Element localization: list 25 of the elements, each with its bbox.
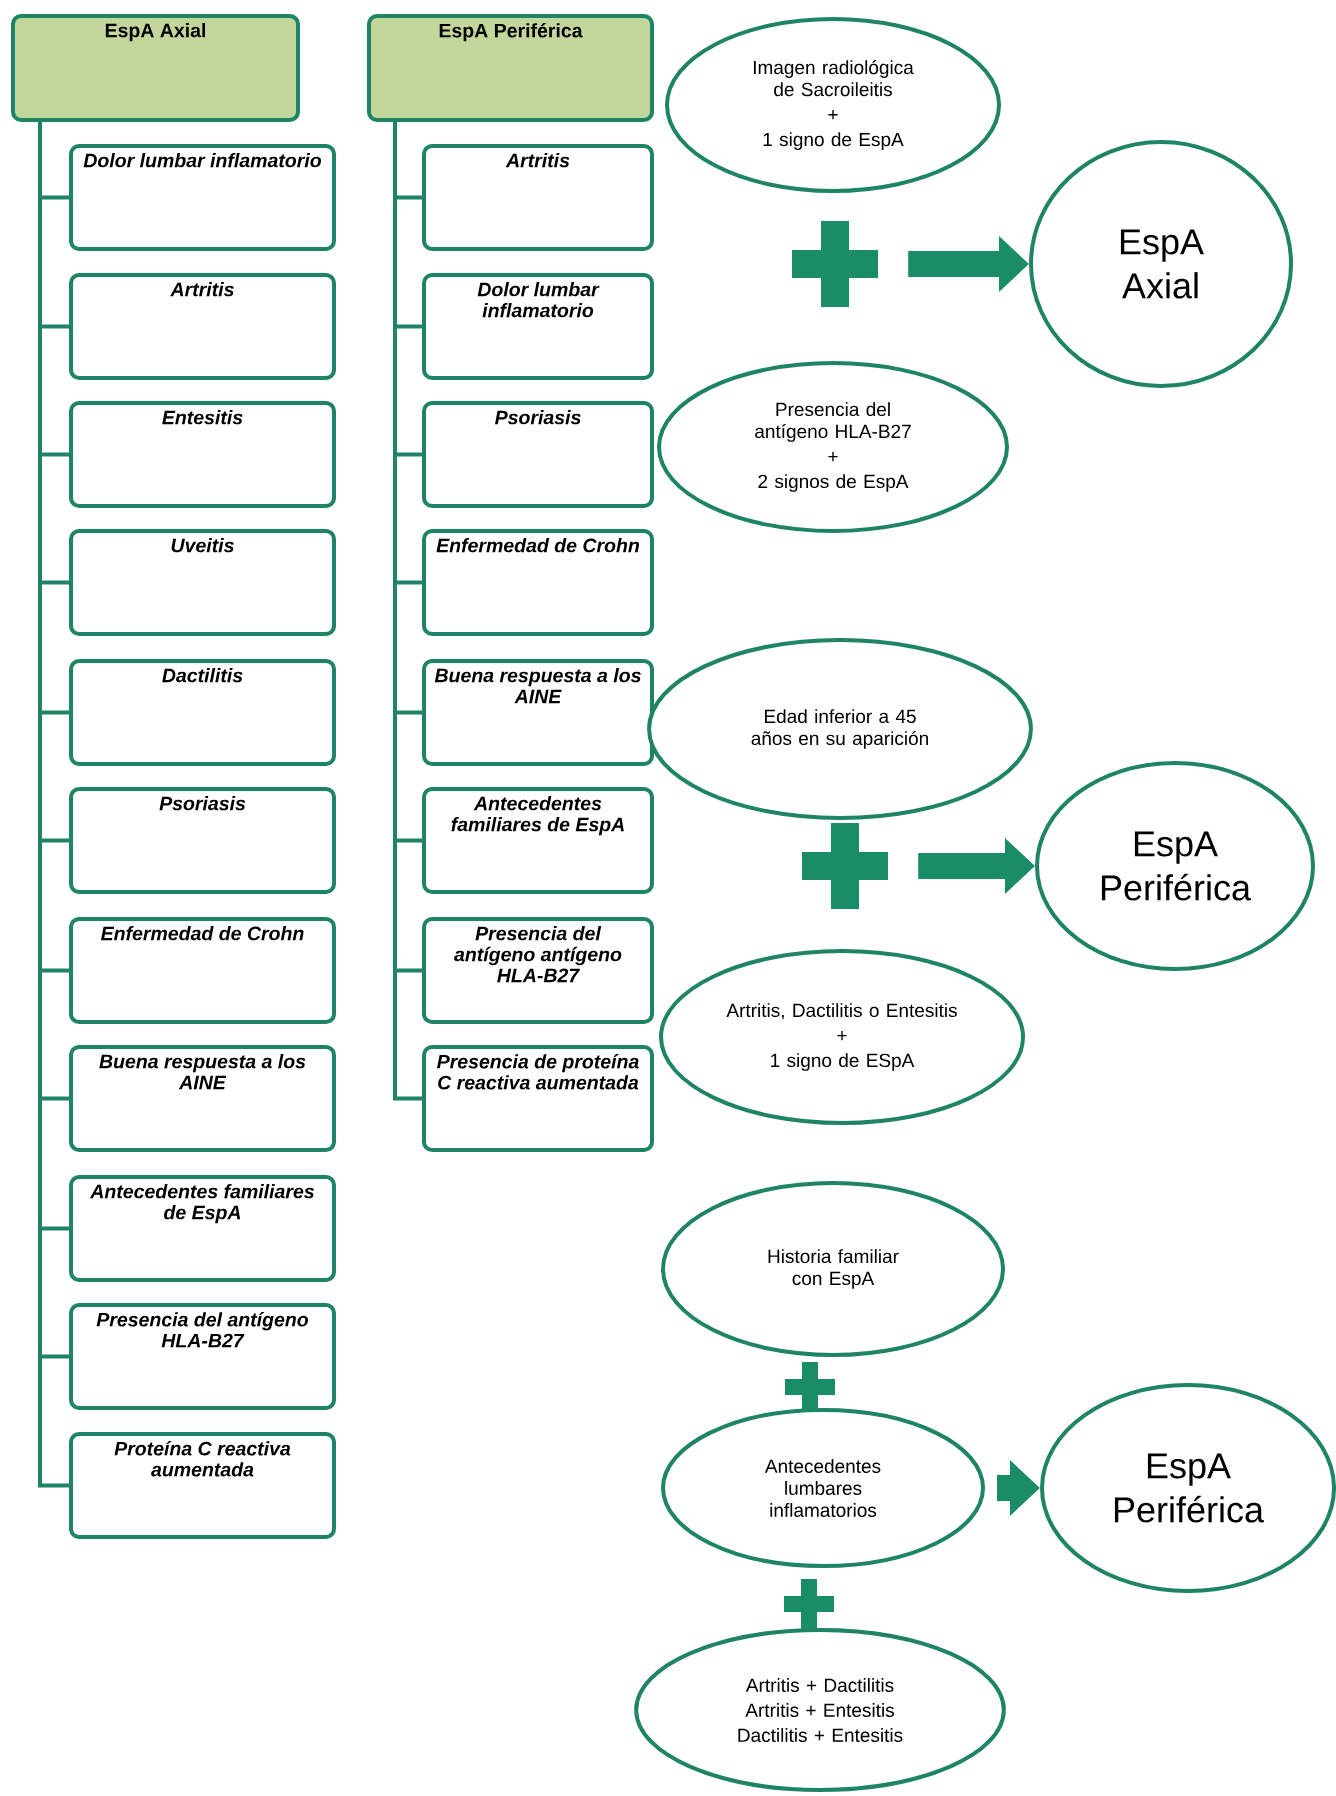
item-box: Uveitis bbox=[69, 529, 336, 636]
item-box: Dactilitis bbox=[69, 659, 336, 766]
item-box: Antecedentes familiares de EspA bbox=[422, 787, 654, 894]
item-box: Presencia de proteína C reactiva aumentada bbox=[422, 1045, 654, 1152]
plus-sign bbox=[792, 221, 878, 307]
item-box: Buena respuesta a los AINE bbox=[422, 659, 654, 766]
item-box: Presencia del antígeno antígeno HLA-B27 bbox=[422, 917, 654, 1024]
header-box: EspA Periférica bbox=[367, 14, 654, 122]
item-box: Psoriasis bbox=[69, 787, 336, 894]
item-box: Artritis bbox=[422, 144, 654, 251]
item-box: Dolor lumbar inflamatorio bbox=[422, 273, 654, 380]
plus-sign bbox=[785, 1362, 835, 1412]
header-box: EspA Axial bbox=[11, 14, 300, 122]
item-box: Buena respuesta a los AINE bbox=[69, 1045, 336, 1152]
plus-sign bbox=[802, 823, 888, 909]
item-box: Proteína C reactiva aumentada bbox=[69, 1432, 336, 1539]
item-box: Psoriasis bbox=[422, 401, 654, 508]
plus-sign bbox=[784, 1579, 834, 1629]
item-box: Artritis bbox=[69, 273, 336, 380]
item-box: Dolor lumbar inflamatorio bbox=[69, 144, 336, 251]
item-box: Presencia del antígeno HLA-B27 bbox=[69, 1303, 336, 1410]
item-box: Enfermedad de Crohn bbox=[422, 529, 654, 636]
item-box: Entesitis bbox=[69, 401, 336, 508]
item-box: Enfermedad de Crohn bbox=[69, 917, 336, 1024]
item-box: Antecedentes familiares de EspA bbox=[69, 1175, 336, 1282]
